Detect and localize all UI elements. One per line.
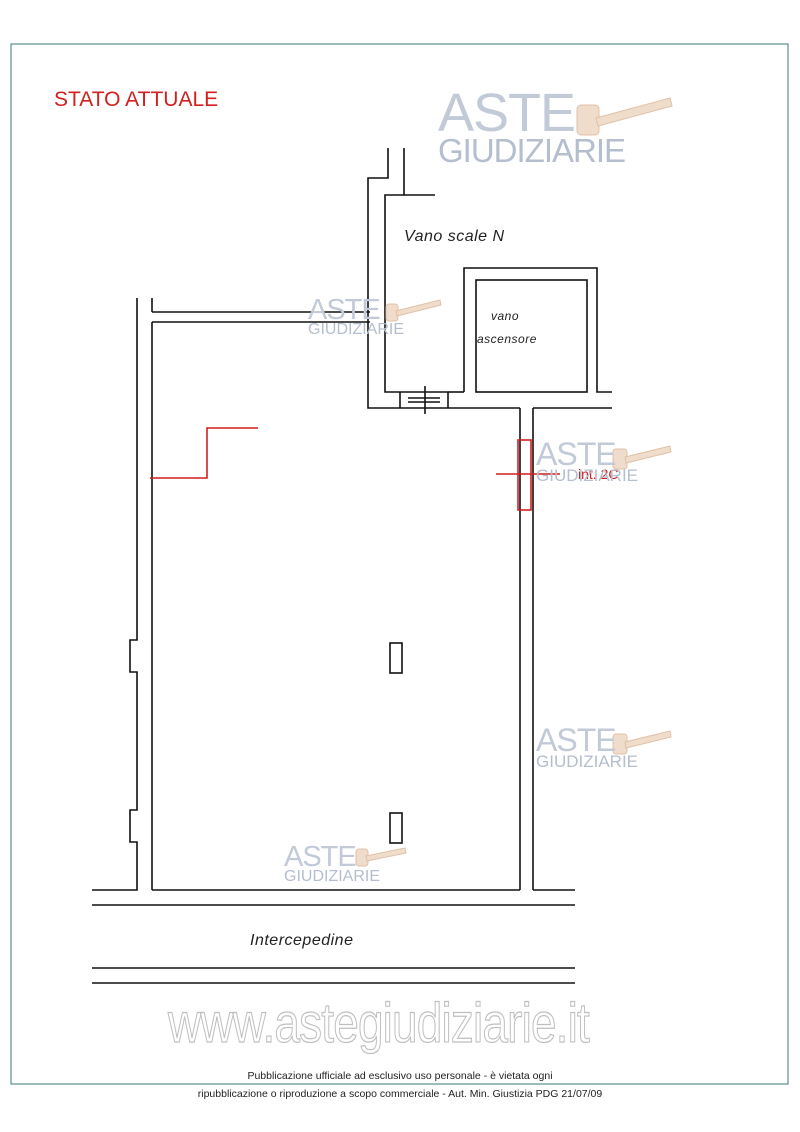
room-label-intercapedine: Intercepedine bbox=[250, 932, 354, 949]
watermark-giudiziarie: GIUDIZIARIE bbox=[308, 321, 405, 338]
gavel-icon bbox=[355, 847, 407, 867]
watermark-aste: ASTE bbox=[284, 841, 357, 873]
red-step-line bbox=[150, 427, 258, 479]
watermark-giudiziarie: GIUDIZIARIE bbox=[536, 466, 639, 485]
gavel-icon bbox=[612, 730, 672, 755]
watermark-aste: ASTE bbox=[438, 83, 576, 143]
gavel-icon bbox=[385, 299, 442, 322]
elevator-inner bbox=[475, 279, 588, 393]
gavel-icon bbox=[576, 97, 673, 136]
stair-wall-inner bbox=[384, 148, 405, 393]
page-frame bbox=[10, 43, 789, 1085]
red-markings bbox=[150, 427, 560, 511]
room-label-vano: vano bbox=[491, 309, 520, 323]
watermark-gavels bbox=[355, 97, 673, 867]
room-label-ascensore: ascensore bbox=[477, 332, 537, 346]
pillar-2 bbox=[389, 812, 403, 844]
gavel-icon bbox=[612, 445, 672, 470]
watermark-logo: ASTE GIUDIZIARIE bbox=[308, 296, 404, 338]
unit-door-marker bbox=[517, 439, 532, 511]
door-symbol bbox=[399, 386, 449, 414]
watermark-logo: ASTE GIUDIZIARIE bbox=[438, 83, 626, 169]
footer-line-1: Pubblicazione ufficiale ad esclusivo uso… bbox=[247, 1070, 553, 1082]
elevator-outer bbox=[463, 267, 612, 393]
left-outer-wall bbox=[92, 298, 138, 891]
unit-label: int. 2C bbox=[578, 466, 619, 482]
pillar-1 bbox=[389, 642, 403, 674]
drawing-title: STATO ATTUALE bbox=[54, 88, 219, 111]
watermark-aste: ASTE bbox=[536, 722, 617, 758]
watermark-logo: ASTE GIUDIZIARIE bbox=[536, 438, 638, 484]
watermark-giudiziarie: GIUDIZIARIE bbox=[536, 752, 639, 771]
watermark-logo: ASTE GIUDIZIARIE bbox=[536, 724, 638, 770]
footer-line-2: ripubblicazione o riproduzione a scopo c… bbox=[197, 1088, 603, 1100]
stair-wall-outer bbox=[367, 148, 400, 409]
watermark-url: www.astegiudiziarie.it bbox=[168, 990, 591, 1054]
watermark-aste: ASTE bbox=[308, 294, 381, 326]
walls bbox=[92, 148, 612, 984]
watermark-giudiziarie: GIUDIZIARIE bbox=[284, 868, 381, 885]
watermark-giudiziarie: GIUDIZIARIE bbox=[438, 132, 626, 169]
watermark-aste: ASTE bbox=[536, 436, 617, 472]
room-label-scale: Vano scale N bbox=[404, 228, 505, 245]
watermark-logo: ASTE GIUDIZIARIE bbox=[284, 843, 380, 885]
